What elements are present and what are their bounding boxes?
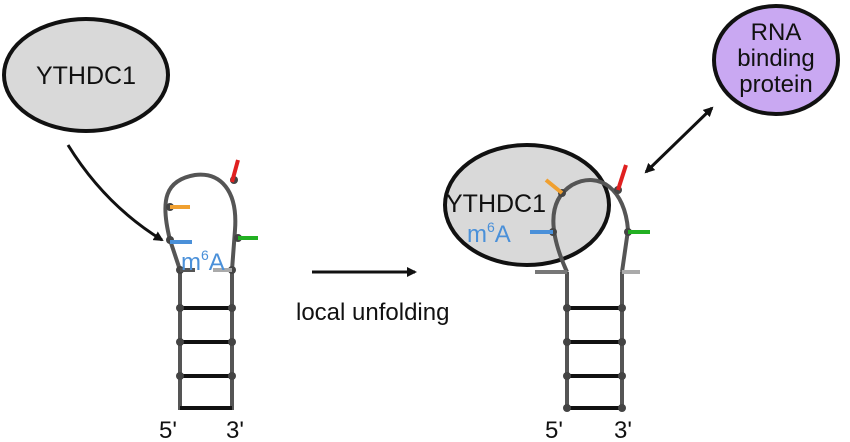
base-pair-rungs-right — [567, 306, 622, 410]
curved-arrow-icon — [66, 144, 164, 242]
rna-unfolded-right: 5' 3' — [530, 164, 650, 442]
modification-mark-red — [616, 164, 628, 191]
three-prime-label-left: 3' — [226, 417, 244, 442]
rna-binding-protein: RNA binding protein — [712, 4, 840, 116]
ythdc1-label-left: YTHDC1 — [36, 62, 136, 90]
base-pair-rungs-left — [180, 306, 232, 410]
ythdc1-protein-left: YTHDC1 — [2, 17, 170, 133]
rbp-label-line3: protein — [739, 71, 812, 98]
five-prime-label-left: 5' — [159, 417, 177, 442]
process-label: local unfolding — [296, 299, 449, 326]
m6a-label-left: m6A — [181, 247, 225, 276]
double-headed-arrow-icon — [644, 106, 714, 174]
modification-mark-orange — [544, 178, 564, 195]
rbp-label-line2: binding — [737, 45, 814, 72]
rna-hairpin-left: m6A 5' 3' — [159, 159, 258, 442]
ythdc1-protein-right: YTHDC1 m6A — [443, 143, 611, 267]
m6a-label-right: m6A — [467, 219, 511, 248]
rbp-label-line1: RNA — [751, 19, 802, 46]
modification-mark-red — [230, 159, 240, 183]
ythdc1-label-right: YTHDC1 — [446, 190, 546, 218]
three-prime-label-right: 3' — [614, 417, 632, 442]
five-prime-label-right: 5' — [545, 417, 563, 442]
